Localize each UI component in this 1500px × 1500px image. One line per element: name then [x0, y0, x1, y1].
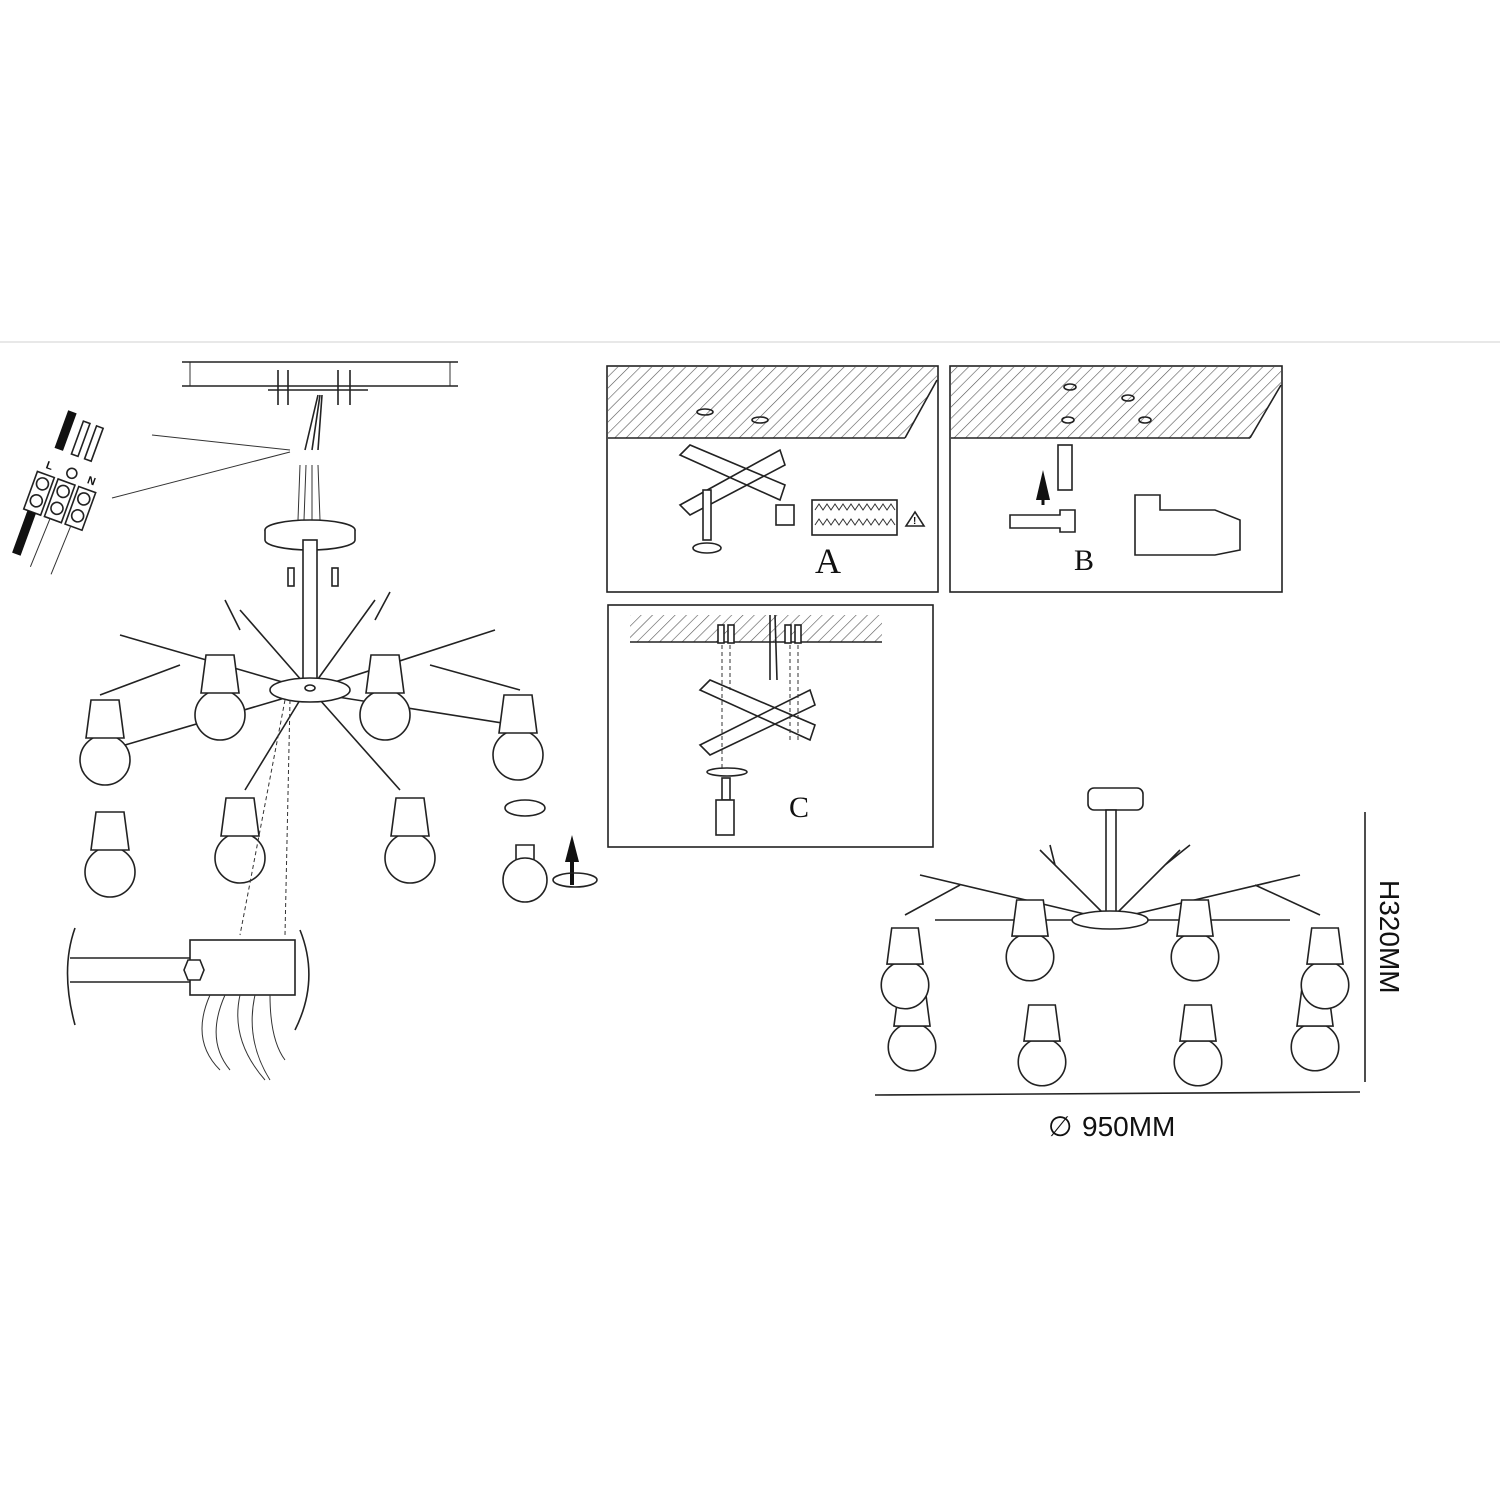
step-a-panel: ! A [606, 365, 939, 593]
step-c-label: C [789, 791, 809, 824]
diameter-label: 950MM [1082, 1111, 1175, 1142]
screwdriver [721, 777, 731, 801]
exploded-assembly: L N [12, 361, 598, 1081]
step-b-label: B [1074, 544, 1094, 577]
lamp-shade [365, 654, 405, 694]
lamp-shade [886, 927, 924, 965]
wall-plug [1057, 444, 1073, 491]
switch-icon [775, 504, 795, 526]
lamp-shade [498, 694, 538, 734]
canopy [1087, 787, 1144, 811]
light-bulb [214, 832, 266, 884]
light-bulb [359, 689, 411, 741]
hub [1071, 910, 1149, 930]
neutral-label: N [85, 474, 97, 488]
socket-ring [504, 799, 546, 817]
light-bulb [1173, 1037, 1223, 1087]
bulbs [880, 899, 1350, 1087]
screw-icons [277, 370, 351, 405]
width-dimension-line [874, 1091, 1361, 1096]
lamp-shade [90, 811, 130, 851]
earth-icon [66, 467, 78, 480]
lamp-shade [1306, 927, 1344, 965]
cross-bracket [698, 679, 816, 756]
light-bulb [492, 729, 544, 781]
light-bulb [384, 832, 436, 884]
lamp-shade [200, 654, 240, 694]
assembled-product: ∅ 950MM H320MM [874, 787, 1405, 1142]
supply-wires [304, 394, 323, 451]
up-arrow-icon [1036, 470, 1050, 500]
rotate-icon [692, 542, 722, 554]
warning-icon [904, 510, 926, 527]
lamp-shade [220, 797, 260, 837]
light-bulb [84, 846, 136, 898]
live-label: L [44, 459, 55, 473]
light-bulb [1017, 1037, 1067, 1087]
step-b-panel: B [949, 365, 1283, 593]
light-bulb [887, 1022, 937, 1072]
drill [1134, 494, 1241, 556]
wire-detail-inset [66, 927, 310, 1081]
screw [287, 567, 295, 587]
diameter-symbol: ∅ [1048, 1111, 1072, 1142]
lamp-shade [390, 797, 430, 837]
hub-section [189, 939, 296, 996]
step-c-panel: C [607, 604, 934, 848]
lamp-shade [1179, 1004, 1217, 1042]
light-bulb [880, 960, 930, 1010]
svg-text:!: ! [913, 516, 916, 527]
stem [1105, 809, 1117, 916]
ceiling-slab [189, 361, 451, 387]
rotate-icon [552, 872, 598, 888]
step-a-label: A [815, 541, 841, 581]
height-label: H320MM [1374, 880, 1405, 994]
stem [302, 539, 318, 681]
up-arrow-icon [565, 835, 579, 862]
light-bulb [79, 734, 131, 786]
screwdriver [702, 489, 712, 541]
lamp-shade [1011, 899, 1049, 937]
terminal-block: L N [12, 410, 105, 575]
lamp-shade [1023, 1004, 1061, 1042]
bulbs [79, 654, 544, 898]
supply-wires [769, 614, 778, 681]
lamp-shade [85, 699, 125, 739]
light-bulb [194, 689, 246, 741]
light-bulb [1005, 932, 1055, 982]
hammer [1009, 509, 1076, 533]
light-bulb [1170, 932, 1220, 982]
bulb-being-fitted [502, 857, 548, 903]
lamp-shade [1176, 899, 1214, 937]
light-bulb [1290, 1022, 1340, 1072]
light-bulb [1300, 960, 1350, 1010]
nut-icon [183, 959, 205, 981]
cross-bracket [678, 444, 786, 516]
